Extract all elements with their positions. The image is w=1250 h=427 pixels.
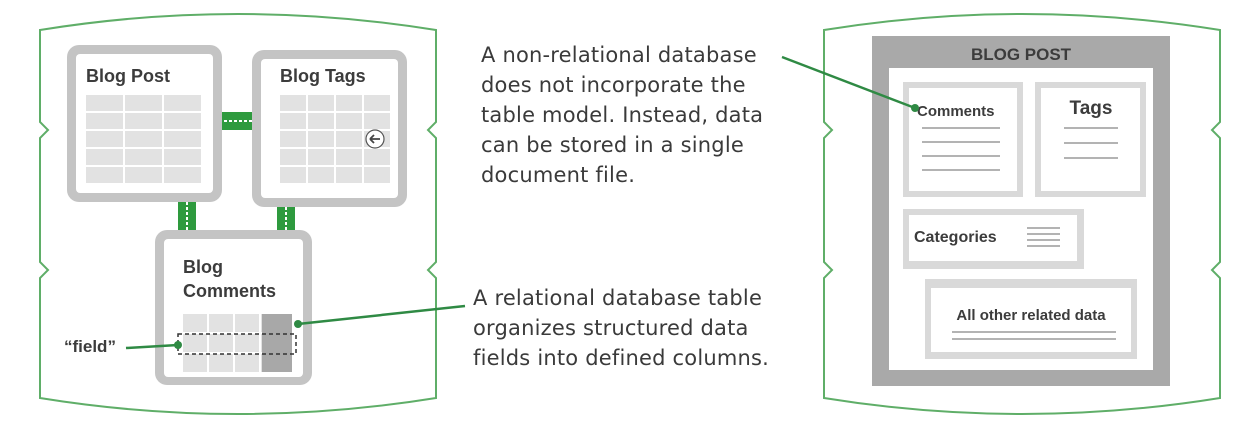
blog-tags-label: Blog Tags (280, 66, 366, 86)
table-cell (125, 113, 162, 129)
relational-note: A relational database table organizes st… (473, 286, 770, 370)
table-cell (86, 149, 123, 165)
table-cell (125, 95, 162, 111)
table-cell (336, 167, 362, 183)
relational-database-cylinder (39, 13, 437, 415)
other-data-label: All other related data (956, 307, 1106, 324)
table-cell (86, 131, 123, 147)
blog-post-grid (86, 95, 201, 183)
table-cell (209, 334, 233, 352)
table-cell (308, 167, 334, 183)
table-cell (280, 167, 306, 183)
non-relational-database-cylinder (823, 13, 1221, 415)
relational-note-leader (297, 304, 466, 326)
blog-comments-table: Blog Comments (155, 230, 312, 385)
blog-tags-grid (280, 95, 390, 183)
table-cell (125, 167, 162, 183)
non-relational-note: A non-relational database does not incor… (481, 43, 764, 187)
categories-label: Categories (914, 229, 997, 246)
table-cell (164, 113, 201, 129)
blog-tags-table: Blog Tags (252, 50, 407, 207)
table-cell (164, 131, 201, 147)
table-cell (86, 113, 123, 129)
connector-post-comments (178, 200, 196, 232)
non-relational-note-leader (781, 55, 916, 110)
table-cell (235, 354, 259, 372)
table-cell (164, 149, 201, 165)
blog-post-label: Blog Post (86, 66, 170, 86)
table-cell (209, 354, 233, 372)
table-cell (280, 113, 306, 129)
other-data-block: All other related data (925, 279, 1137, 359)
comments-block: Comments (903, 82, 1023, 197)
tags-label: Tags (1070, 98, 1113, 119)
table-cell (364, 95, 390, 111)
table-cell (86, 95, 123, 111)
table-cell (164, 95, 201, 111)
comments-lines (922, 127, 1000, 171)
table-cell (183, 334, 207, 352)
table-cell (235, 314, 259, 332)
tags-block: Tags (1035, 82, 1146, 197)
table-cell (308, 113, 334, 129)
blog-comments-label-line2: Comments (183, 281, 276, 301)
tags-lines (1064, 127, 1118, 159)
table-cell (364, 113, 390, 129)
field-leader-line (125, 343, 179, 350)
blog-post-title: BLOG POST (971, 45, 1072, 64)
table-cell (308, 149, 334, 165)
table-cell (336, 113, 362, 129)
table-cell (364, 167, 390, 183)
table-cell (183, 354, 207, 372)
table-cell (308, 131, 334, 147)
table-cell (183, 314, 207, 332)
table-cell (86, 167, 123, 183)
table-cell (125, 149, 162, 165)
table-cell (336, 149, 362, 165)
table-cell (336, 95, 362, 111)
comments-label: Comments (917, 103, 995, 120)
table-cell (125, 131, 162, 147)
table-cell (336, 131, 362, 147)
table-connectors (178, 112, 295, 232)
table-cell (209, 314, 233, 332)
table-cell (280, 149, 306, 165)
table-cell (280, 131, 306, 147)
categories-lines (1027, 227, 1060, 247)
table-cell (364, 149, 390, 165)
blog-post-document: BLOG POST Comments Tags Categories All o… (872, 36, 1170, 386)
highlighted-column (262, 314, 292, 372)
blog-post-table: Blog Post (67, 45, 222, 202)
cursor-arrow-icon (365, 129, 385, 149)
categories-block: Categories (903, 209, 1084, 269)
table-cell (164, 167, 201, 183)
connector-post-tags (222, 112, 254, 130)
table-cell (308, 95, 334, 111)
table-cell (280, 95, 306, 111)
blog-comments-label-line1: Blog (183, 257, 223, 277)
table-cell (235, 334, 259, 352)
field-label: “field” (64, 337, 116, 356)
